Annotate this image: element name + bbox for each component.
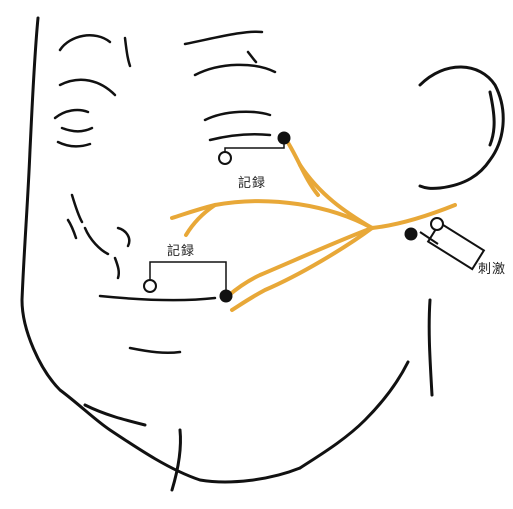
lower-electrode-wire [150, 262, 226, 290]
chin-crease [172, 430, 181, 490]
lower-recording-electrodes [144, 262, 233, 303]
upper-lip [100, 296, 215, 300]
forehead-line-3 [185, 32, 262, 44]
face-outline [22, 18, 432, 490]
upper-record-label: 記録 [238, 172, 266, 191]
ear-outer [420, 67, 503, 188]
mouth-region [100, 296, 215, 353]
nose-bridge-2 [85, 228, 108, 254]
ear-inner [490, 92, 494, 145]
upper-reference-electrode [219, 152, 231, 164]
nerve-branch-zygomatic-2 [300, 165, 318, 195]
lower-lip [130, 348, 180, 353]
left-eye-upper [55, 110, 88, 118]
forehead-lines [60, 32, 262, 66]
neck-line [429, 300, 432, 395]
jawline [300, 362, 408, 468]
stimulation-cathode [405, 228, 418, 241]
right-eye-upper [205, 112, 270, 120]
forehead-line-2 [125, 38, 130, 66]
left-eyebrow [60, 80, 115, 95]
eye-region [55, 65, 275, 147]
left-eye-lower-1 [62, 128, 92, 131]
lower-record-label: 記録 [167, 240, 195, 259]
nostril-left [68, 220, 76, 238]
nerve-branch-zygomatic [285, 138, 372, 228]
forehead-line-1 [60, 35, 110, 50]
nose-bridge-1 [72, 195, 82, 222]
stimulation-probe [405, 218, 484, 269]
nostril-right [118, 228, 129, 246]
right-eye-lower [210, 134, 270, 140]
stimulation-anode [431, 218, 443, 230]
facial-nerve [172, 138, 455, 310]
lower-active-electrode [220, 290, 233, 303]
upper-electrode-wire [225, 144, 284, 152]
nerve-branch-buccal-lower [228, 228, 372, 296]
lower-reference-electrode [144, 280, 156, 292]
upper-active-electrode [278, 132, 291, 145]
stimulation-label: 刺激 [478, 258, 506, 277]
ear [420, 67, 503, 188]
forehead-line-4 [248, 52, 256, 62]
face-left-contour [22, 18, 300, 482]
left-eye-lower-2 [58, 142, 90, 146]
right-eyebrow [195, 65, 275, 75]
nose-tip-line [115, 258, 119, 278]
chin-lower-line [85, 405, 145, 425]
nerve-branch-marginal [232, 228, 372, 310]
nose-region [68, 195, 129, 278]
